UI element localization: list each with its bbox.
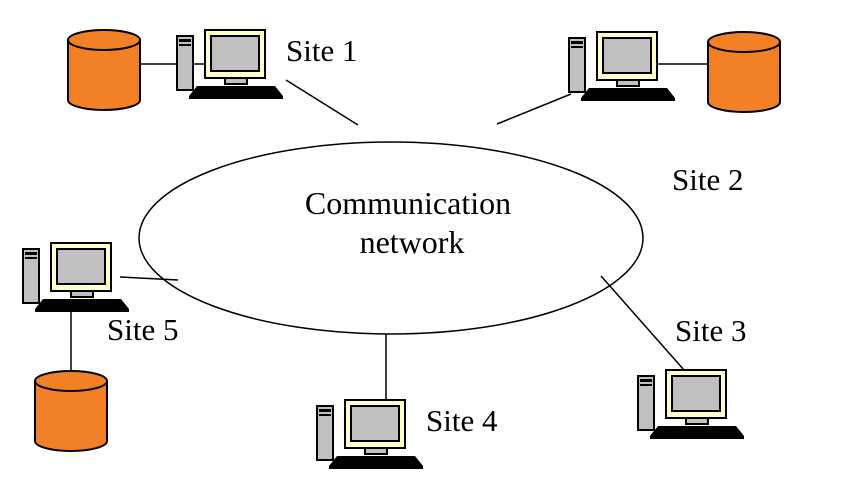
site-3: Site 3 bbox=[637, 313, 746, 440]
database-icon bbox=[67, 29, 141, 111]
site-5: Site 5 bbox=[22, 242, 178, 452]
site-2-label: Site 2 bbox=[672, 162, 743, 197]
site-1: Site 1 bbox=[67, 29, 357, 111]
database-icon bbox=[707, 31, 781, 113]
link-site5-network bbox=[119, 276, 179, 281]
database-icon bbox=[34, 370, 108, 452]
computer-icon bbox=[22, 242, 130, 313]
link-site3-network bbox=[600, 275, 685, 371]
network-ellipse bbox=[138, 141, 644, 335]
computer-icon bbox=[637, 369, 745, 440]
site-3-label: Site 3 bbox=[675, 313, 746, 348]
link-site1-network bbox=[285, 79, 359, 126]
network-label-line1: Communication bbox=[305, 185, 511, 221]
site-4: Site 4 bbox=[316, 399, 498, 470]
site-4-label: Site 4 bbox=[426, 403, 498, 438]
computer-icon bbox=[176, 29, 284, 100]
computer-icon bbox=[568, 31, 676, 102]
computer-icon bbox=[316, 399, 424, 470]
network-label-line2: network bbox=[360, 224, 465, 260]
link-site2-network bbox=[496, 93, 572, 125]
site-1-label: Site 1 bbox=[286, 33, 357, 68]
site-2: Site 2 bbox=[568, 31, 781, 197]
site-5-label: Site 5 bbox=[107, 312, 178, 347]
